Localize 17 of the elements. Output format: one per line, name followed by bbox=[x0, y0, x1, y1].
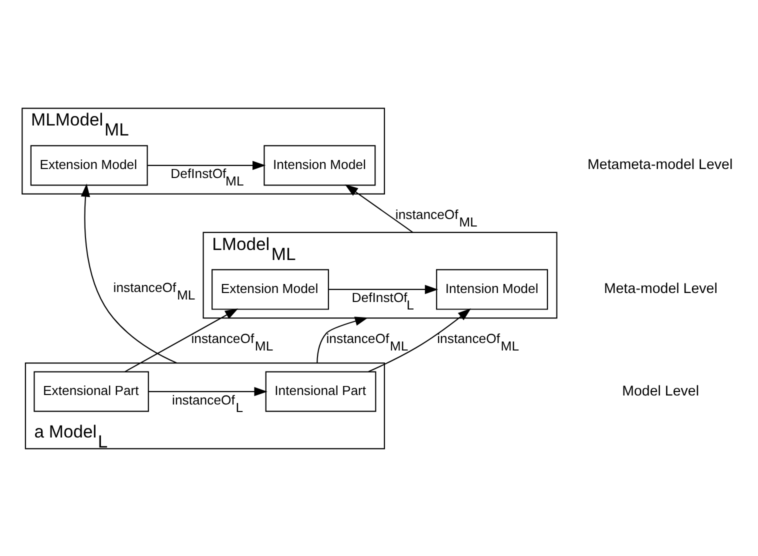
arrow bbox=[124, 308, 238, 372]
arrow bbox=[148, 386, 267, 396]
label: Metameta-model Level bbox=[587, 156, 732, 173]
arrow bbox=[328, 284, 438, 294]
arrow bbox=[80, 183, 177, 364]
node-box: Extension Model bbox=[211, 268, 328, 310]
arrow bbox=[316, 316, 368, 363]
arrow bbox=[147, 160, 266, 170]
node-box: Intensional Part bbox=[264, 370, 376, 412]
arrow bbox=[368, 308, 471, 372]
arrow bbox=[344, 184, 413, 232]
node-box: Intension Model bbox=[263, 144, 376, 186]
node-box: Extensional Part bbox=[33, 370, 148, 412]
label: Model Level bbox=[622, 382, 699, 399]
label: Meta-model Level bbox=[603, 280, 717, 297]
node-box: Extension Model bbox=[30, 144, 148, 186]
node-box: Intension Model bbox=[436, 268, 548, 310]
